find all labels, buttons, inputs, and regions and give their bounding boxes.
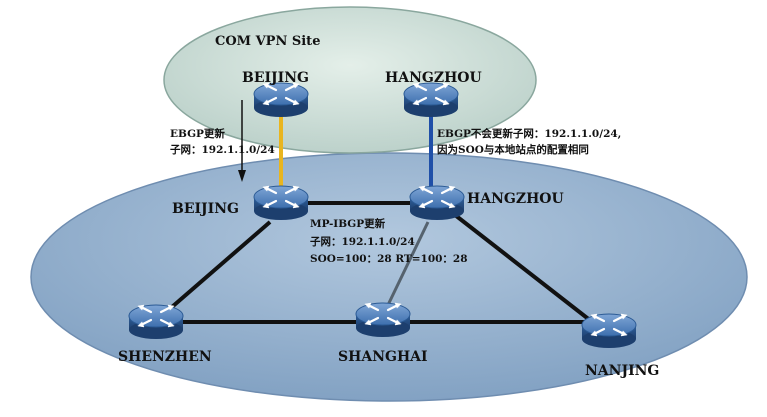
router-hangzhou-ce xyxy=(402,81,460,119)
watermark: 知乎 @新盟教育 xyxy=(590,390,707,409)
router-beijing-ce xyxy=(252,81,310,119)
ebgp-update-line2: 子网：192.1.1.0/24 xyxy=(170,144,275,156)
mpibgp-line3: SOO=100：28 RT=100：28 xyxy=(310,253,468,265)
site-label: COM VPN Site xyxy=(215,34,320,49)
router-beijing-pe xyxy=(252,184,310,222)
label-hangzhou-pe: HANGZHOU xyxy=(467,191,564,207)
link-hangzhou-shanghai xyxy=(386,221,430,306)
router-hangzhou-pe xyxy=(408,184,466,222)
update-arrow-head xyxy=(238,170,246,182)
router-shanghai xyxy=(354,301,412,339)
label-beijing-pe: BEIJING xyxy=(172,201,239,217)
label-beijing-ce: BEIJING xyxy=(242,70,309,86)
label-hangzhou-ce: HANGZHOU xyxy=(385,70,482,86)
vpn-site-area xyxy=(163,6,537,154)
ebgp-no-update-line1: EBGP不会更新子网：192.1.1.0/24, xyxy=(437,127,621,140)
mpibgp-line2: 子网：192.1.1.0/24 xyxy=(310,236,415,248)
label-nanjing: NANJING xyxy=(585,363,659,379)
router-nanjing xyxy=(580,312,638,350)
mpibgp-line1: MP-IBGP更新 xyxy=(310,217,386,230)
backbone-area xyxy=(30,152,748,402)
link-hangzhou-nanjing xyxy=(453,213,602,330)
router-shenzhen xyxy=(127,303,185,341)
ebgp-no-update-line2: 因为SOO与本地站点的配置相同 xyxy=(437,143,589,156)
label-shanghai: SHANGHAI xyxy=(338,349,428,365)
ebgp-update-line1: EBGP更新 xyxy=(170,127,225,140)
link-beijing-shenzhen xyxy=(163,220,272,315)
label-shenzhen: SHENZHEN xyxy=(118,349,212,365)
